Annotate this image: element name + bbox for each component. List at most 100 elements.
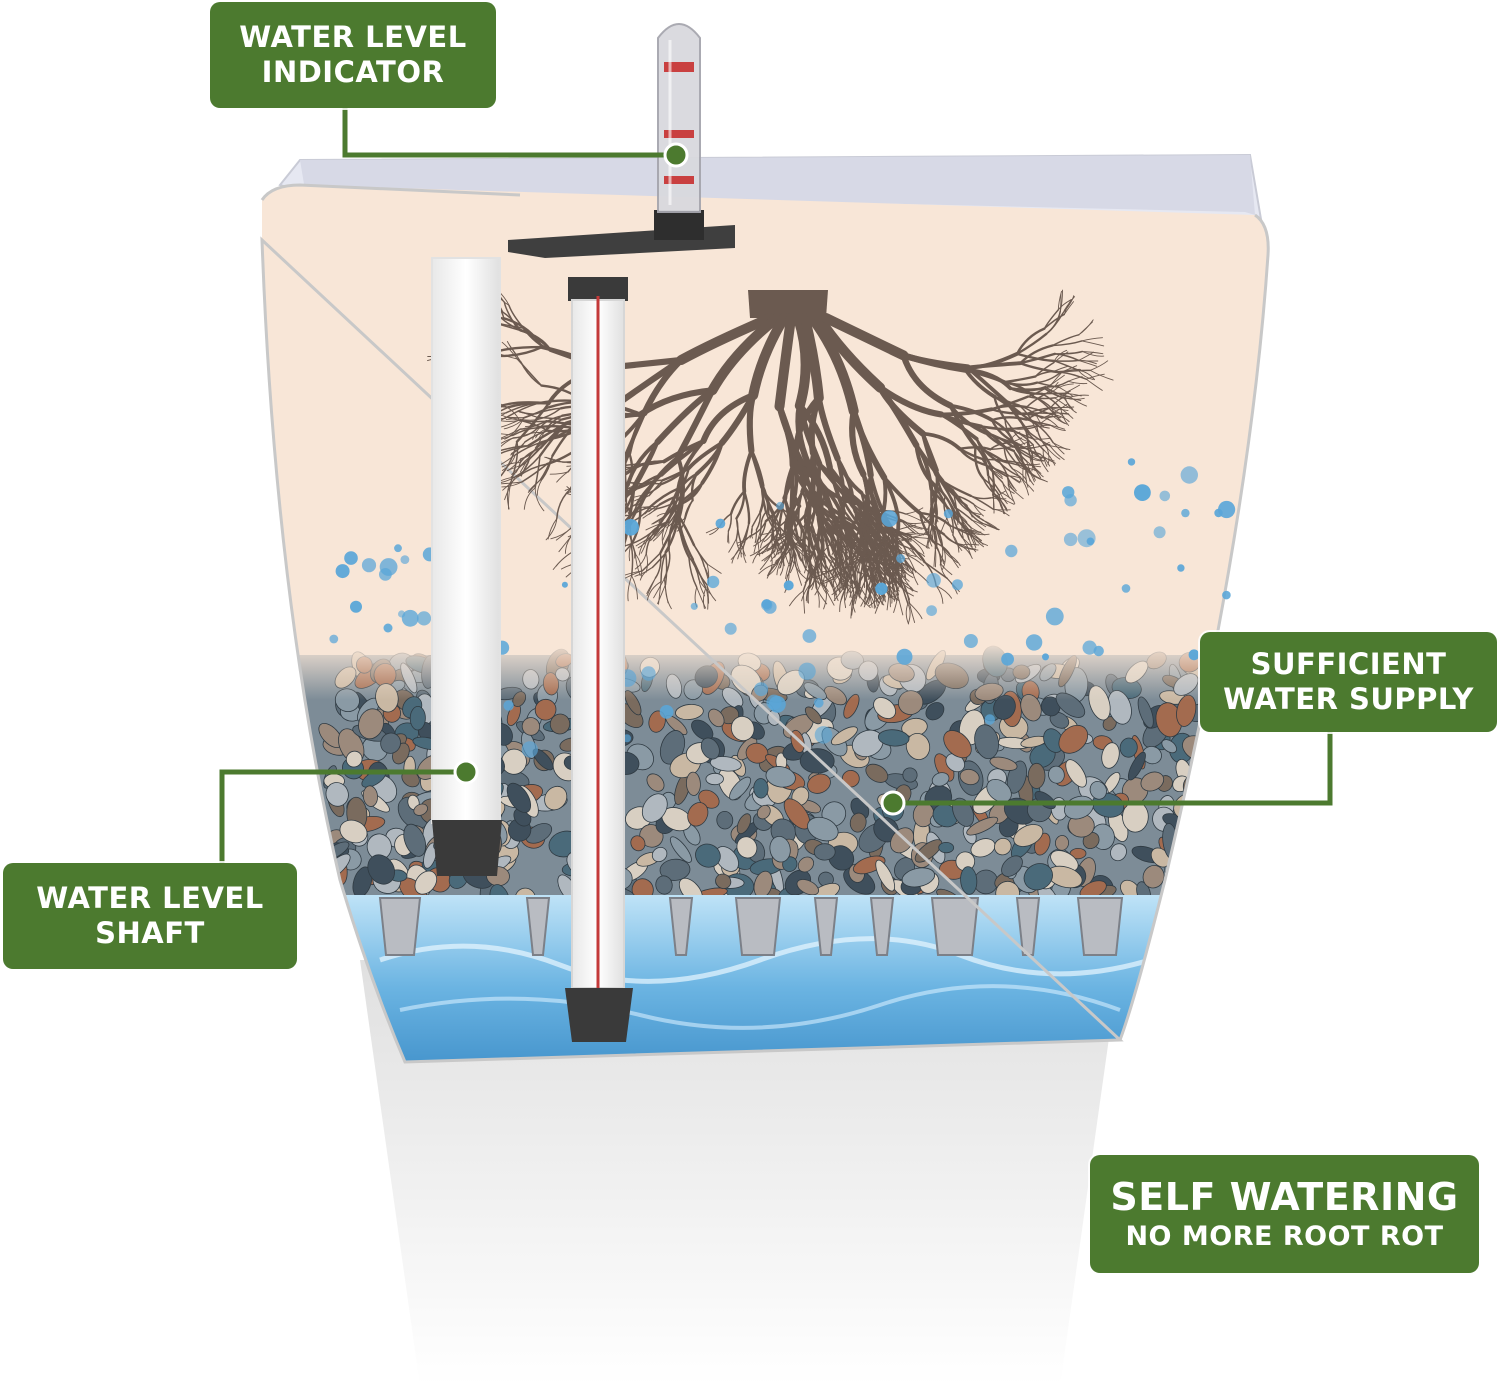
root-branch (1018, 404, 1032, 421)
label-line: INDICATOR (261, 55, 445, 89)
pebble (506, 782, 532, 813)
root-branch (753, 539, 759, 554)
root-branch (963, 367, 997, 399)
root-branch (925, 532, 930, 549)
root-branch (1013, 450, 1027, 471)
pebble (675, 703, 704, 721)
root-branch (822, 572, 840, 585)
label-line: SUFFICIENT (1250, 647, 1447, 682)
water-droplet (984, 714, 995, 725)
root-branch (922, 523, 931, 536)
root-branch (730, 546, 741, 560)
root-branch (1011, 425, 1034, 430)
root-branch (534, 432, 544, 449)
pebble (1089, 780, 1107, 800)
root-branch (748, 313, 789, 401)
root-branch (759, 554, 772, 571)
root-branch (840, 582, 848, 603)
root-branch (534, 487, 545, 512)
root-branch (895, 576, 903, 598)
wicking-basket (734, 897, 782, 956)
root-branch (1081, 337, 1103, 342)
water-droplet (361, 558, 377, 573)
root-branch (653, 578, 665, 599)
root-branch (545, 518, 558, 541)
pebble (736, 836, 758, 859)
root-branch (1019, 352, 1056, 365)
root-branch (778, 533, 785, 551)
root-branch (955, 507, 964, 520)
pebble (685, 771, 701, 796)
root-branch (830, 536, 841, 559)
water-droplet (1001, 652, 1014, 666)
root-branch (506, 479, 512, 510)
root-branch (736, 538, 743, 555)
root-branch (974, 445, 1004, 462)
root-branch (940, 563, 953, 576)
root-branch (1013, 430, 1034, 446)
pebble (1127, 751, 1146, 781)
water-droplet (1005, 544, 1018, 558)
root-branch (877, 384, 945, 418)
water-level-shaft (431, 257, 502, 876)
root-branch (973, 445, 985, 480)
root-branch (814, 577, 822, 596)
wicking-baskets (378, 897, 1124, 956)
root-branch (889, 560, 901, 569)
root-branch (627, 575, 633, 602)
water-droplet (896, 554, 906, 563)
root-branch (1051, 340, 1083, 347)
root-branch (863, 554, 867, 576)
root-branch (500, 441, 518, 476)
pebble (1181, 814, 1199, 845)
pebble (994, 837, 1012, 856)
pebble (729, 776, 752, 801)
root-branch (502, 476, 519, 491)
root-branch (998, 494, 1006, 514)
water-droplet (1086, 537, 1095, 546)
water-droplet (881, 510, 898, 527)
water-droplet (1134, 484, 1151, 501)
root-branch (990, 418, 1019, 445)
pebble (709, 756, 742, 772)
root-branch (828, 554, 843, 575)
root-branch (774, 544, 779, 558)
root-branch (858, 522, 864, 559)
pebble (1101, 742, 1120, 769)
root-branch (975, 437, 992, 467)
root-branch (839, 557, 852, 569)
water-droplet (814, 698, 824, 708)
root-branch (805, 568, 823, 581)
pebble (700, 737, 720, 760)
root-branch (1016, 442, 1027, 468)
pebble (655, 875, 673, 895)
label-line: WATER SUPPLY (1223, 682, 1474, 716)
root-branch (1063, 397, 1074, 410)
root-branch (1008, 485, 1024, 500)
pebble (646, 773, 665, 792)
root-branch (1030, 455, 1046, 458)
root-branch (1025, 406, 1052, 421)
root-branch (1049, 445, 1065, 461)
root-branch (749, 520, 767, 537)
root-branch (630, 494, 646, 499)
root-branch (1085, 378, 1103, 391)
root-branch (501, 323, 525, 329)
root-branch (784, 497, 794, 532)
root-branch (517, 463, 548, 478)
root-branch (757, 539, 761, 557)
root-branch (749, 448, 765, 488)
root-branch (1003, 445, 1014, 470)
label-line: WATER LEVEL (36, 881, 264, 916)
root-branch (1054, 353, 1080, 362)
water-droplet (1159, 490, 1171, 502)
water-droplet (398, 610, 406, 618)
root-branch (1023, 464, 1031, 482)
root-branch (927, 510, 936, 522)
root-branch (935, 585, 944, 604)
root-branch (1054, 390, 1071, 399)
root-branch (1045, 310, 1062, 335)
root-branch (982, 477, 1000, 496)
root-branch (645, 526, 659, 554)
root-branch (828, 554, 852, 573)
